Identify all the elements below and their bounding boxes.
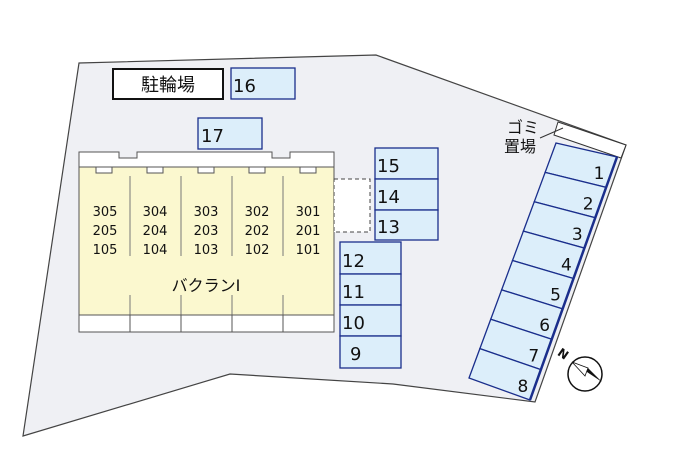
- unit-number: 302: [245, 205, 270, 220]
- parking-number: 17: [201, 126, 224, 147]
- parking-number: 1: [594, 164, 605, 184]
- parking-number: 8: [517, 377, 528, 397]
- building-name: バクランⅠ: [172, 276, 241, 295]
- unit-number: 303: [194, 205, 219, 220]
- unit-number: 203: [194, 224, 219, 239]
- unit-number: 101: [296, 243, 321, 258]
- parking-space-10[interactable]: 10: [339, 304, 402, 337]
- parking-number: 11: [342, 282, 365, 303]
- parking-number: 14: [377, 187, 400, 208]
- unit-column-1: 305 205 105: [93, 205, 118, 258]
- unit-number: 104: [143, 243, 168, 258]
- unit-column-5: 301 201 101: [296, 205, 321, 258]
- parking-number: 3: [572, 225, 583, 245]
- unit-column-3: 303 203 103: [194, 205, 219, 258]
- unit-number: 205: [93, 224, 118, 239]
- garbage-area: ゴミ 置場: [504, 118, 627, 159]
- bicycle-parking: 駐輪場: [112, 68, 224, 100]
- parking-space-14[interactable]: 14: [374, 178, 439, 211]
- garbage-label: ゴミ: [507, 118, 539, 137]
- parking-number: 2: [583, 195, 594, 215]
- parking-space-13[interactable]: 13: [374, 209, 439, 241]
- unit-number: 202: [245, 224, 270, 239]
- unit-number: 301: [296, 205, 321, 220]
- parking-number: 10: [342, 313, 365, 334]
- parking-number: 6: [539, 316, 550, 336]
- unit-number: 204: [143, 224, 168, 239]
- parking-space-15[interactable]: 15: [374, 147, 439, 180]
- parking-number: 4: [561, 255, 572, 275]
- dashed-area: [333, 178, 371, 233]
- garbage-label: 置場: [504, 137, 536, 156]
- parking-number: 13: [377, 217, 400, 238]
- parking-space-16[interactable]: 16: [230, 67, 296, 100]
- unit-column-4: 302 202 102: [245, 205, 270, 258]
- parking-edge: [528, 156, 619, 401]
- north-arrow-icon: N: [555, 345, 603, 392]
- parking-group-middle-upper: 15 14 13: [374, 147, 439, 241]
- parking-number: 16: [233, 76, 256, 97]
- bicycle-parking-label: 駐輪場: [141, 75, 195, 96]
- unit-number: 105: [93, 243, 118, 258]
- parking-space-11[interactable]: 11: [339, 273, 402, 306]
- unit-number: 305: [93, 205, 118, 220]
- unit-number: 304: [143, 205, 168, 220]
- parking-number: 15: [377, 156, 400, 177]
- parking-number: 5: [550, 286, 561, 306]
- parking-space-12[interactable]: 12: [339, 241, 402, 275]
- parking-number: 7: [528, 346, 539, 366]
- parking-group-middle-lower: 12 11 10 9: [339, 241, 402, 369]
- unit-column-2: 304 204 104: [143, 205, 168, 258]
- parking-number: 12: [342, 251, 365, 272]
- unit-number: 102: [245, 243, 270, 258]
- parking-number: 9: [350, 344, 361, 365]
- unit-number: 103: [194, 243, 219, 258]
- parking-space-9[interactable]: 9: [339, 335, 402, 369]
- unit-number: 201: [296, 224, 321, 239]
- parking-space-17[interactable]: 17: [197, 117, 263, 150]
- building: 305 205 105 304 204 104 303 203 103 302 …: [78, 151, 335, 333]
- north-label: N: [555, 345, 571, 362]
